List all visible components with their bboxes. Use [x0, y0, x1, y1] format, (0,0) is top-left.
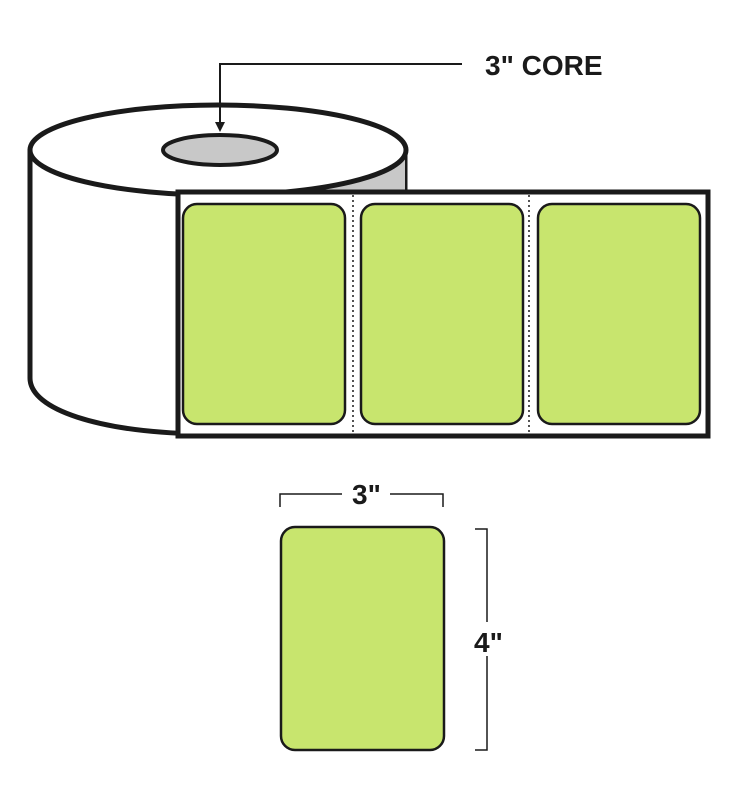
core-label: 3" CORE	[485, 50, 603, 81]
width-label: 3"	[352, 479, 381, 510]
roll-core	[161, 133, 279, 167]
roll-label	[359, 202, 525, 426]
core-leader-line	[219, 63, 462, 124]
height-label: 4"	[474, 627, 503, 658]
single-label	[279, 525, 446, 752]
core-arrow-icon	[215, 122, 225, 132]
roll-label	[536, 202, 702, 426]
height-label-bg	[472, 622, 512, 656]
width-label-bg	[342, 478, 390, 508]
roll-label	[181, 202, 347, 426]
